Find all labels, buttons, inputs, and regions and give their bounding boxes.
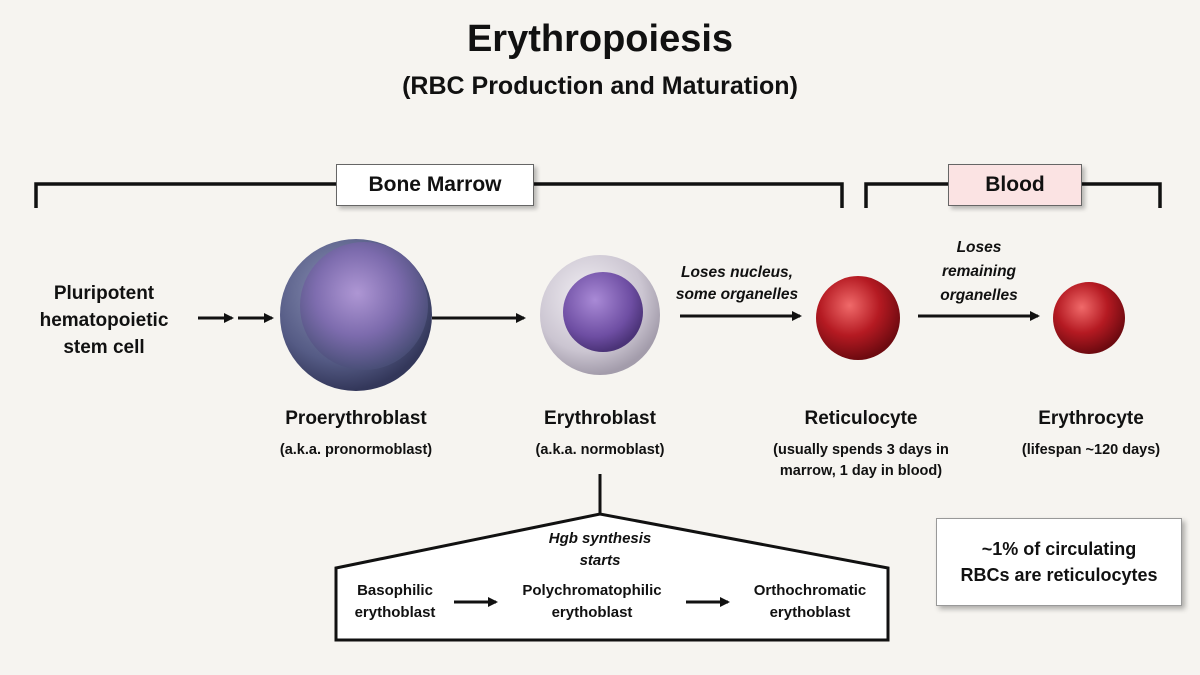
stem-cell-line-2: hematopoietic — [39, 310, 169, 331]
loses-remaining-line-2: remaining — [941, 263, 1017, 280]
note-line-2: RBCs are reticulocytes — [960, 565, 1158, 585]
stage-proerythroblast-name: Proerythroblast — [285, 408, 427, 429]
substage-basophilic-line-1: Basophilic — [357, 582, 433, 599]
stage-reticulocyte-sub-2: marrow, 1 day in blood) — [779, 463, 943, 479]
substage-polychromatophilic-line-2: erythoblast — [551, 604, 633, 621]
substage-polychromatophilic-line-1: Polychromatophilic — [522, 582, 662, 599]
erythroblast-nucleus — [563, 272, 643, 352]
stage-proerythroblast: Proerythroblast (a.k.a. pronormoblast) — [246, 408, 466, 458]
loses-remaining-line-1: Loses — [956, 239, 1002, 256]
stage-erythrocyte: Erythrocyte (lifespan ~120 days) — [996, 408, 1186, 458]
loses-nucleus-label: Loses nucleus, some organelles — [662, 262, 812, 306]
diagram-subtitle: (RBC Production and Maturation) — [402, 72, 798, 100]
substage-basophilic-line-2: erythoblast — [354, 604, 436, 621]
stem-cell-line-3: stem cell — [63, 337, 145, 358]
blood-label: Blood — [948, 164, 1082, 206]
substage-basophilic: Basophilic erythoblast — [338, 580, 452, 624]
substage-orthochromatic: Orthochromatic erythoblast — [734, 580, 886, 624]
reticulocyte-note-box: ~1% of circulating RBCs are reticulocyte… — [936, 518, 1182, 606]
stage-erythrocyte-sub: (lifespan ~120 days) — [1021, 442, 1161, 458]
loses-remaining-line-3: organelles — [940, 287, 1018, 304]
loses-nucleus-line-2: some organelles — [675, 286, 799, 303]
stem-cell-line-1: Pluripotent — [53, 283, 155, 304]
hgb-synthesis-label: Hgb synthesis starts — [520, 528, 680, 572]
hgb-line-2: starts — [579, 552, 621, 569]
hgb-line-1: Hgb synthesis — [548, 530, 652, 547]
stem-cell-label: Pluripotent hematopoietic stem cell — [14, 280, 194, 361]
stage-reticulocyte-name: Reticulocyte — [804, 408, 918, 429]
stage-erythrocyte-name: Erythrocyte — [1038, 408, 1144, 429]
erythrocyte-cell — [1053, 282, 1125, 354]
proerythroblast-nucleus — [300, 242, 428, 370]
note-line-1: ~1% of circulating — [981, 539, 1137, 559]
stage-reticulocyte-sub-1: (usually spends 3 days in — [773, 442, 949, 458]
substage-polychromatophilic: Polychromatophilic erythoblast — [500, 580, 684, 624]
stage-erythroblast-name: Erythroblast — [544, 408, 656, 429]
reticulocyte-cell — [816, 276, 900, 360]
substage-orthochromatic-line-2: erythoblast — [769, 604, 851, 621]
diagram-title: Erythropoiesis — [466, 18, 734, 60]
stage-erythroblast: Erythroblast (a.k.a. normoblast) — [490, 408, 710, 458]
stage-reticulocyte: Reticulocyte (usually spends 3 days in m… — [746, 408, 976, 482]
substage-box — [334, 512, 890, 642]
substage-orthochromatic-line-1: Orthochromatic — [753, 582, 867, 599]
loses-remaining-label: Loses remaining organelles — [914, 236, 1044, 308]
bone-marrow-label: Bone Marrow — [336, 164, 534, 206]
stage-erythroblast-sub: (a.k.a. normoblast) — [535, 442, 665, 458]
loses-nucleus-line-1: Loses nucleus, — [681, 264, 793, 281]
stage-proerythroblast-sub: (a.k.a. pronormoblast) — [279, 442, 433, 458]
